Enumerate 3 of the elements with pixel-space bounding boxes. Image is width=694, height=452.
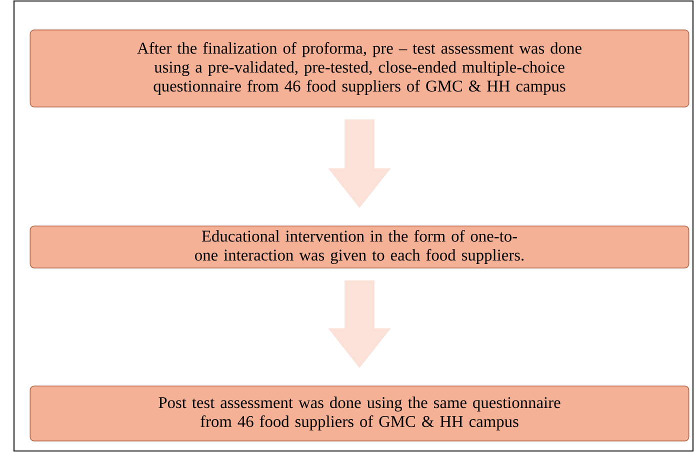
process-box: Post test assessment was done using the same questionnaire from 46 food suppliers of GMC & HH campus <box>30 386 690 442</box>
process-box: After the finalization of proforma, pre – test assessment was done using a pre-validated, pre-tested, close-ended multiple-choice questionnaire from 46 food suppliers of GMC & HH campus <box>30 30 690 108</box>
process-box: Educational intervention in the form of one-to-one interaction was given to each food suppliers. <box>30 226 690 268</box>
